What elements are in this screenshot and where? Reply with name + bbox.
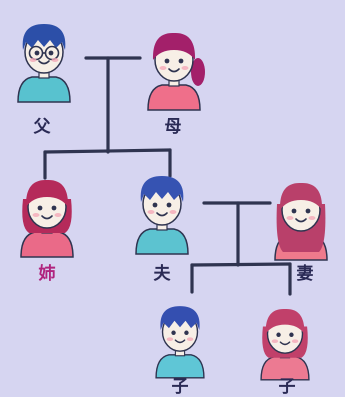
label-wife: 妻: [296, 264, 314, 284]
woman-with-ponytail-icon: [147, 32, 205, 111]
label-sister: 姉: [38, 264, 56, 284]
boy-icon: [155, 306, 205, 379]
woman-long-hair-icon: [274, 182, 328, 261]
label-mother: 母: [164, 117, 182, 137]
man-with-glasses-icon: [17, 24, 71, 103]
girl-icon: [260, 308, 310, 381]
label-daughter: 子: [278, 377, 296, 397]
label-son: 子: [171, 377, 189, 397]
man-icon: [135, 176, 189, 255]
label-husband: 夫: [153, 264, 171, 284]
connector-lines: [43, 56, 292, 296]
connector-line: [43, 148, 172, 154]
label-father: 父: [33, 117, 51, 137]
connector-line: [190, 262, 292, 267]
people-group: [17, 24, 328, 381]
woman-short-hair-icon: [20, 179, 74, 258]
